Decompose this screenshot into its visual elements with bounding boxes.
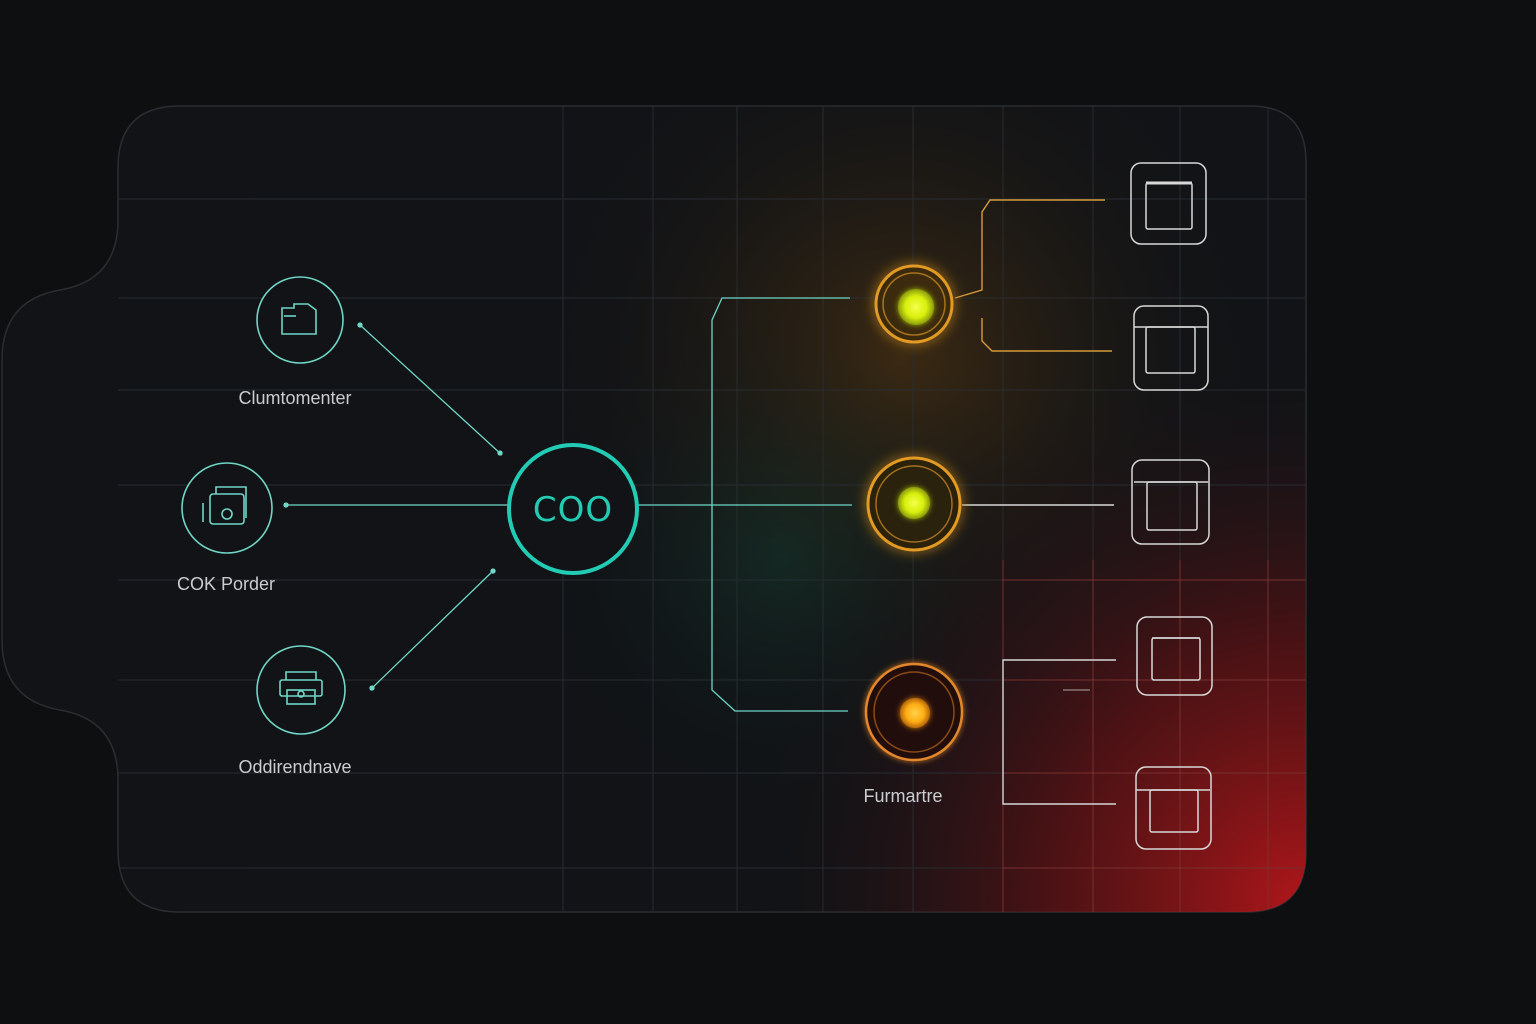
input-label-2: COK Porder [177,574,275,594]
connector-input-3 [369,569,495,691]
hub-node[interactable]: COO [507,443,639,575]
output-node-3[interactable] [1131,459,1210,545]
printer-icon [279,671,323,705]
connector-input-1 [359,324,503,456]
connector-out-4 [1002,659,1116,805]
connector-end-dot [497,450,503,456]
connector-out-2 [981,318,1112,352]
folder-icon [281,303,317,335]
input-node-2[interactable]: COK Porder [177,462,275,594]
square-node-icon [1145,181,1193,230]
indicator-2[interactable] [866,456,962,552]
output-node-4[interactable] [1136,616,1213,696]
grid-lines-red [1002,560,1306,912]
indicator-core-2 [898,487,930,519]
output-node-1[interactable] [1130,162,1207,245]
connector-hub-bus-lower [711,505,848,712]
square-node-icon [1134,481,1208,531]
square-node-icon [1151,637,1201,681]
input-node-1[interactable]: Clumtomenter [238,276,352,408]
hub-label: COO [533,490,613,530]
input-node-3[interactable]: Oddirendnave [238,645,352,777]
connector-hub-bus [711,297,850,505]
square-node-icon [1134,326,1208,374]
input-connectors [283,322,508,691]
connector-end-dot [357,322,363,328]
square-node-icon [1136,789,1210,833]
output-node-5[interactable] [1135,766,1212,850]
input-label-3: Oddirendnave [238,757,351,777]
connector-end-dot [369,685,375,691]
indicator-core-1 [898,289,934,325]
camera-stack-icon [202,486,247,525]
hub-connectors [638,297,852,712]
connector-out-1 [954,199,1105,299]
indicator-core-3 [900,698,930,728]
connector-end-dot [283,502,289,508]
indicator-1[interactable] [874,264,954,344]
output-nodes [1130,162,1213,850]
connector-end-dot [490,568,496,574]
indicator-3[interactable]: Furmartre [863,662,964,806]
output-connectors [954,199,1116,805]
output-node-2[interactable] [1133,305,1209,391]
indicator-label-3: Furmartre [863,786,942,806]
input-label-1: Clumtomenter [238,388,351,408]
